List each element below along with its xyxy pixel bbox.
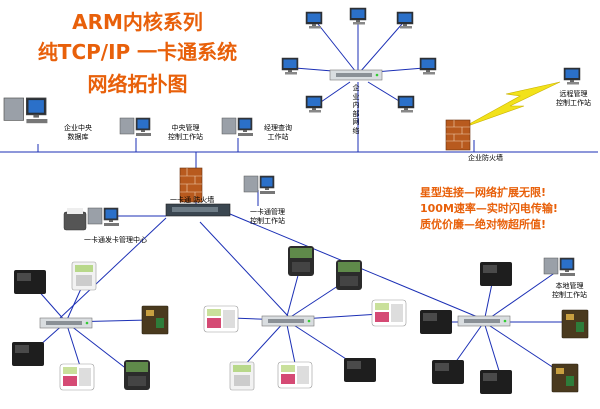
diagram-title-line1: ARM内核系列 — [72, 10, 203, 34]
firewall-icon — [445, 119, 471, 151]
label-card-ws: 一卡通管理控制工作站 — [250, 208, 285, 225]
slogan-1: 星型连接—网络扩展无限! — [420, 186, 547, 199]
label-remote-ws: 远程管理控制工作站 — [556, 90, 591, 107]
label-local-ws: 本地管理控制工作站 — [552, 282, 587, 299]
label-issue-center: 一卡通发卡管理中心 — [84, 236, 147, 244]
label-database: 企业中央数据库 — [64, 124, 92, 141]
label-card-firewall: 一卡通 防火墙 — [170, 196, 215, 204]
slogan-3: 质优价廉—绝对物超所值! — [420, 218, 547, 231]
firewall-icon — [179, 167, 203, 203]
label-intranet: 企业内部网络 — [352, 84, 360, 135]
diagram-title-line3: 网络拓扑图 — [87, 72, 188, 96]
label-manager-query: 经理查询工作站 — [264, 124, 292, 141]
label-central-mgmt: 中央管理控制工作站 — [168, 124, 203, 141]
slogan-2: 100M速率—实时闪电传输! — [420, 202, 558, 215]
label-enterprise-firewall: 企业防火墙 — [468, 154, 503, 162]
diagram-title-line2: 纯TCP/IP 一卡通系统 — [37, 40, 238, 64]
